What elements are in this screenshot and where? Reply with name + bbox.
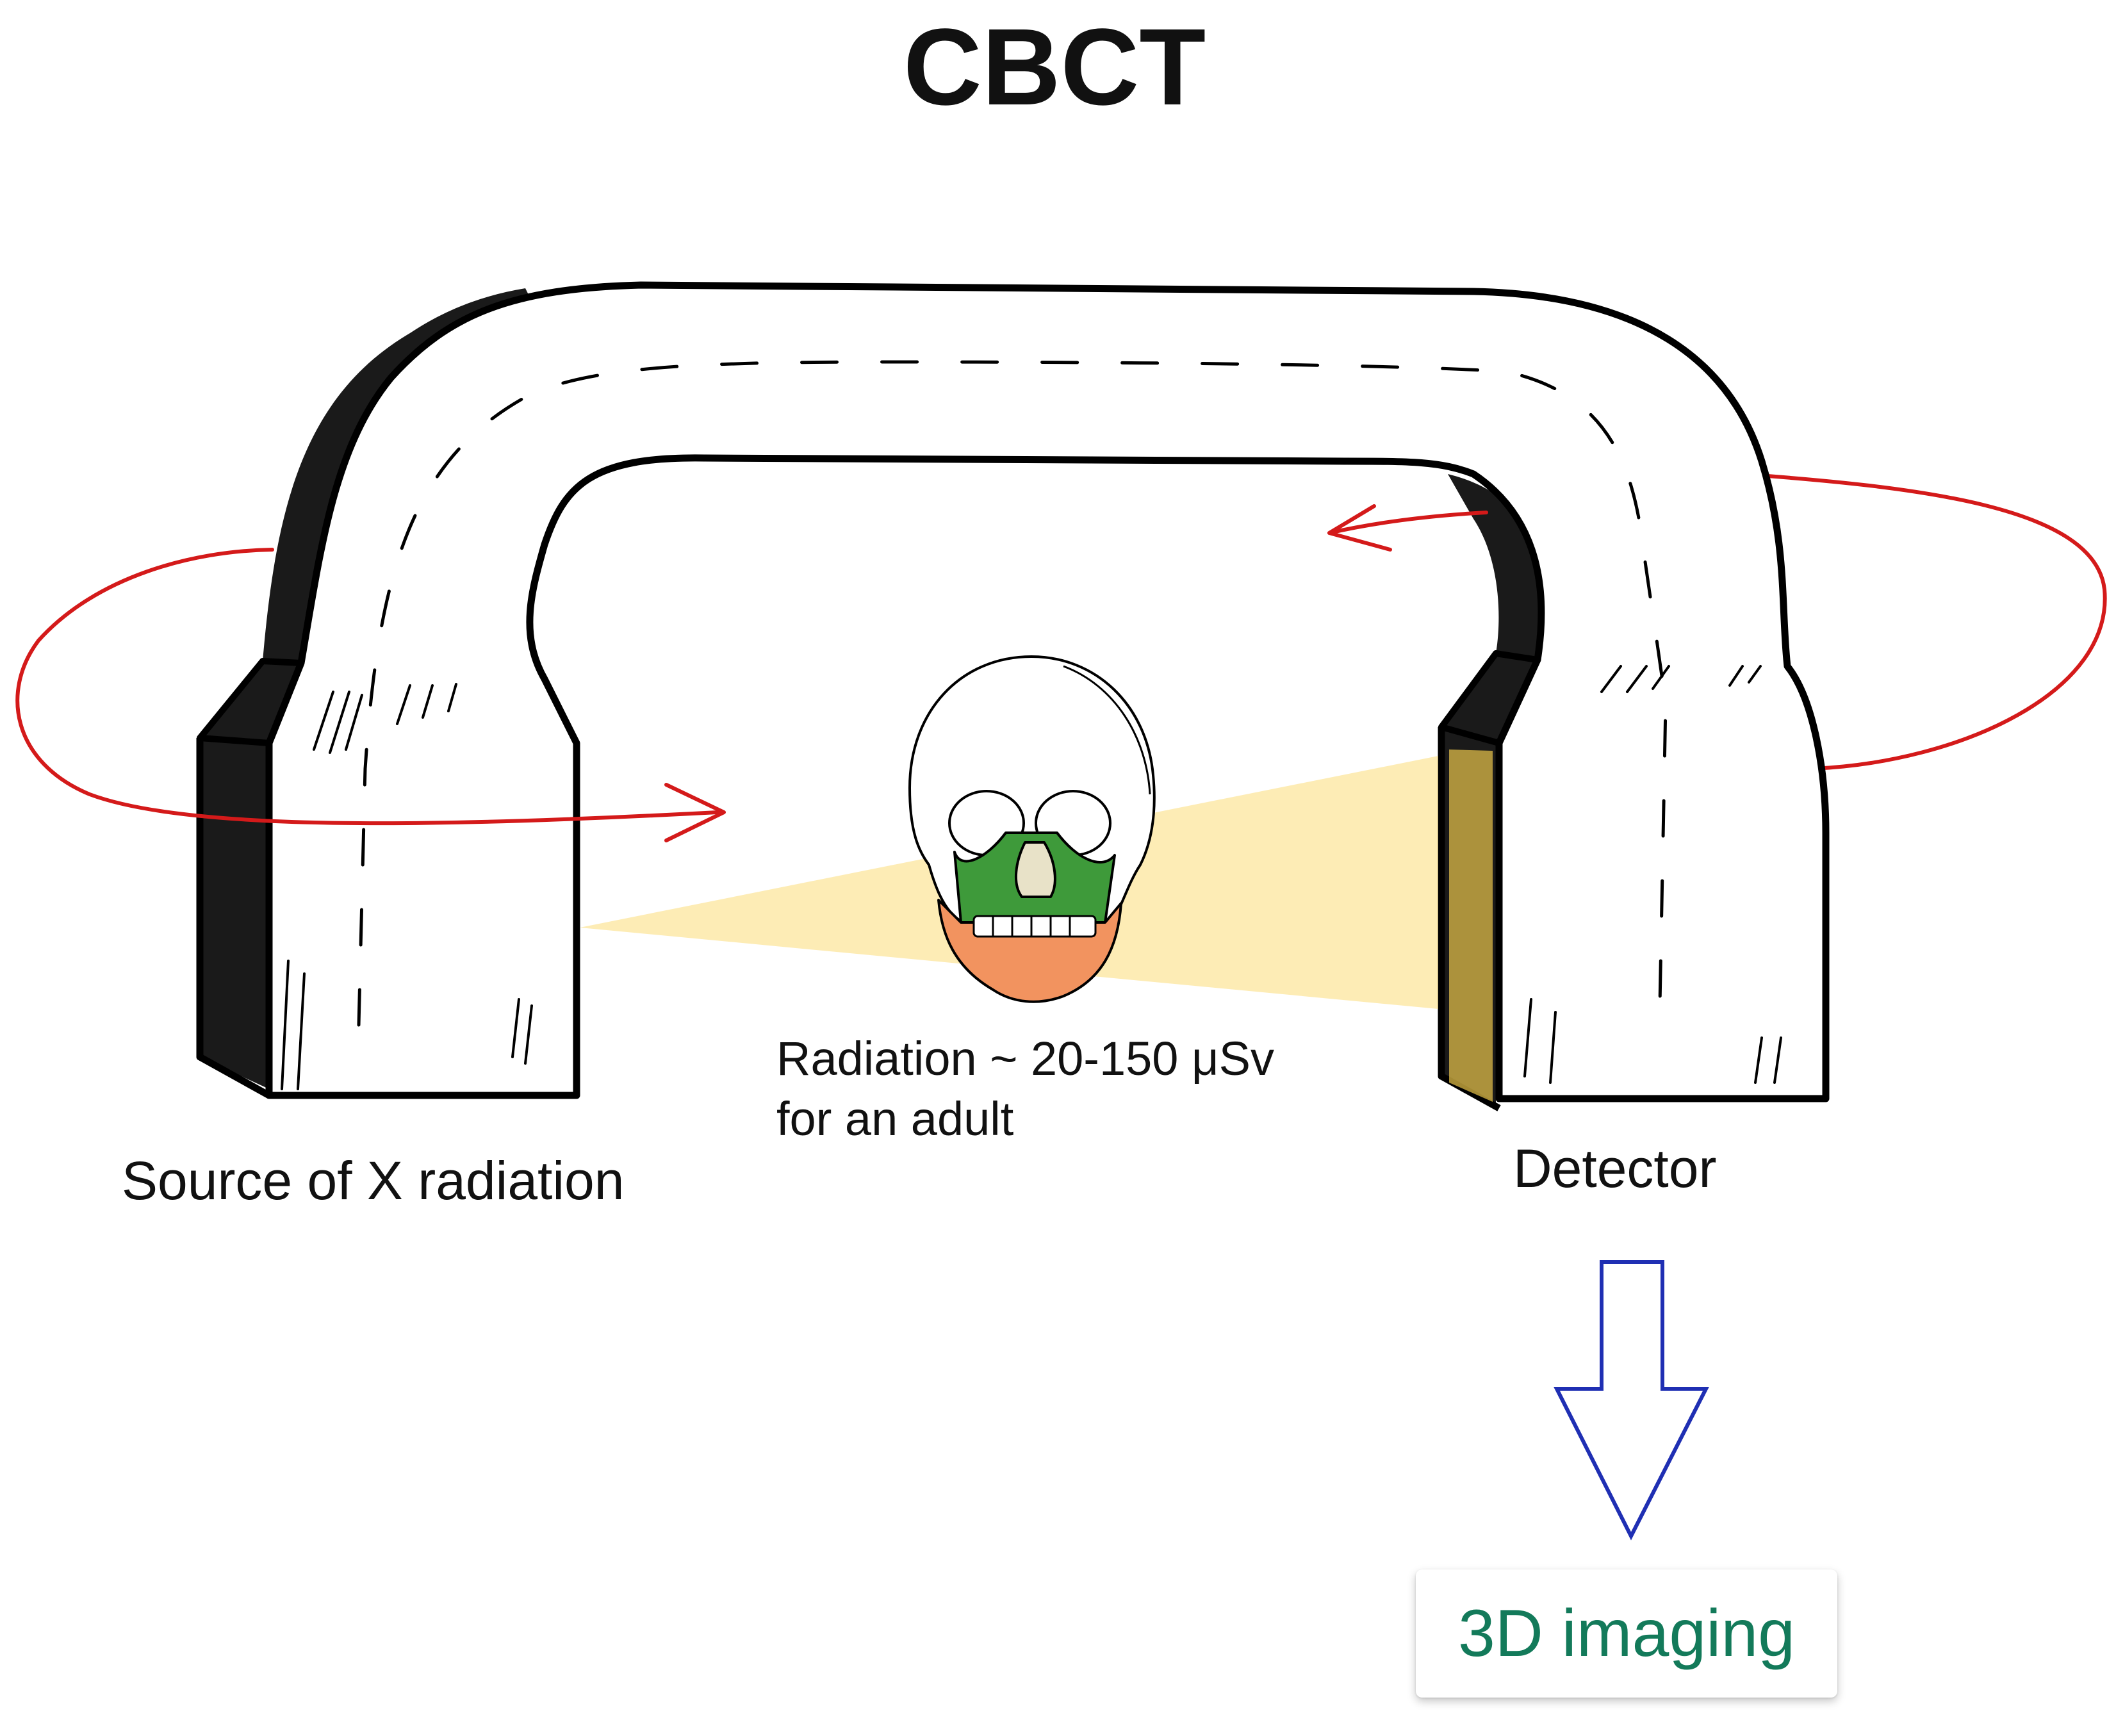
rotation-path-inner bbox=[1327, 511, 1488, 535]
skull-cranium-shading bbox=[1063, 665, 1151, 795]
radiation-dose-line-1: Radiation ~ 20-150 μSv bbox=[776, 1032, 1274, 1085]
gantry-body bbox=[265, 281, 1830, 1102]
gantry-left-leg-top bbox=[197, 658, 304, 746]
gantry-dashed-guide bbox=[357, 360, 1668, 1040]
x-ray-beam-detector-face bbox=[1449, 749, 1493, 1102]
gantry-right-leg-top bbox=[1438, 650, 1541, 746]
source-label: Source of X radiation bbox=[122, 1151, 625, 1211]
rotation-path-front bbox=[15, 548, 719, 826]
rotation-arrowhead-left bbox=[1327, 504, 1392, 552]
down-arrow-icon bbox=[1554, 1260, 1709, 1541]
radiation-dose-label: Radiation ~ 20-150 μSv for an adult bbox=[776, 1029, 1274, 1149]
gantry-left-side-face bbox=[200, 661, 301, 1089]
output-box: 3D imaging bbox=[1416, 1569, 1837, 1698]
skull-icon bbox=[908, 655, 1156, 1003]
c-arm-gantry-icon bbox=[196, 281, 1830, 1111]
gantry-left-leg-side-outline bbox=[196, 738, 271, 1099]
gantry-inner-arch-shadow bbox=[1448, 474, 1547, 660]
gantry-right-leg-side-outline bbox=[1438, 727, 1501, 1111]
rotation-arrow-icon bbox=[15, 504, 1488, 842]
skull-teeth bbox=[972, 915, 1097, 938]
skull-nasal-cavity bbox=[1014, 841, 1056, 898]
detector-label: Detector bbox=[1513, 1138, 1717, 1199]
rotation-arrowhead-right bbox=[664, 783, 726, 842]
output-label: 3D imaging bbox=[1457, 1596, 1796, 1671]
gantry-hatching bbox=[281, 665, 1782, 1090]
page-title: CBCT bbox=[903, 6, 1206, 128]
radiation-dose-line-2: for an adult bbox=[776, 1092, 1014, 1145]
gantry-arch-shadow bbox=[263, 288, 532, 663]
